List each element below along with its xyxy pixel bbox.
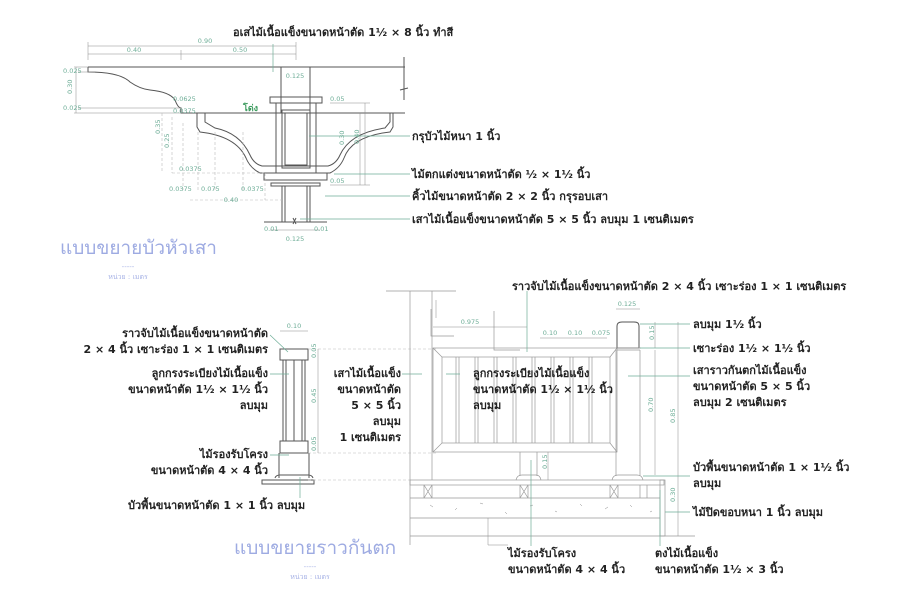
section-linework (261, 348, 437, 485)
callout-tag: โด่ง (242, 102, 258, 114)
dim-label: 0.10 (568, 329, 582, 337)
callout-chamfer: ลบมุม 1½ นิ้ว (693, 316, 762, 332)
dim-label: 0.40 (127, 46, 141, 54)
dim-label: 0.05 (310, 344, 318, 358)
elevation-dimensions: 0.975 0.10 0.10 0.075 0.125 0.15 0.70 0.… (433, 300, 679, 536)
section-dimensions: 0.10 0.05 0.45 0.05 (280, 322, 319, 453)
dim-label: 0.15 (648, 326, 656, 340)
dim-label: 0.35 (154, 120, 162, 134)
dim-label: 0.0375 (179, 165, 202, 173)
dim-label: 0.125 (286, 235, 305, 243)
callout-base: บัวพื้นขนาดหน้าตัด 1 × 1½ นิ้ว (693, 459, 849, 474)
callout-post: ลบมุม 2 เซนติเมตร (693, 396, 787, 410)
callout-baluster: ลบมุม (240, 399, 268, 413)
title-dashes: ----- (122, 263, 135, 271)
elevation-callouts: ราวจับไม้เนื้อแข็งขนาดหน้าตัด 2 × 4 นิ้ว… (446, 278, 849, 576)
railing-title: แบบขยายราวกันตก (234, 537, 396, 559)
dim-label: 0.30 (66, 80, 74, 94)
callout-support: ไม้รองรับโครง (506, 546, 576, 560)
callout-joist: ขนาดหน้าตัด 1½ × 3 นิ้ว (655, 561, 784, 576)
dim-label: 0.0375 (173, 107, 196, 115)
unit-label: หน่วย : เมตร (108, 273, 148, 281)
callout-post: ขนาดหน้าตัด (337, 383, 401, 396)
capital-dimensions: 0.90 0.40 0.50 0.125 0.025 0.30 0.025 0.… (63, 37, 370, 243)
callout-rail: 2 × 4 นิ้ว เซาะร่อง 1 × 1 เซนติเมตร (83, 341, 268, 356)
dim-label: 0.125 (286, 72, 305, 80)
callout-support: ขนาดหน้าตัด 4 × 4 นิ้ว (508, 561, 625, 576)
dim-label: 0.40 (353, 130, 361, 144)
callout-joist: ตงไม้เนื้อแข็ง (655, 545, 718, 560)
dim-label: 0.15 (541, 455, 549, 469)
callout-panel: กรุบัวไม้หนา 1 นิ้ว (412, 128, 500, 144)
title-dashes: ----- (304, 563, 317, 571)
dim-label: 0.90 (198, 37, 212, 45)
dim-label: 0.01 (314, 225, 328, 233)
dim-label: 0.0375 (169, 185, 192, 193)
callout-base: บัวพื้นขนาดหน้าตัด 1 × 1 นิ้ว ลบมุม (128, 497, 305, 513)
callout-post: 5 × 5 นิ้ว (351, 397, 401, 412)
callout-baluster: ขนาดหน้าตัด 1½ × 1½ นิ้ว (473, 381, 613, 396)
dim-label: 0.10 (543, 329, 557, 337)
railing-elevation: 0.975 0.10 0.10 0.075 0.125 0.15 0.70 0.… (386, 278, 849, 576)
callout-rail: ราวจับไม้เนื้อแข็งขนาดหน้าตัด (122, 325, 268, 340)
callout-edge-board: ไม้ปิดขอบหนา 1 นิ้ว ลบมุม (691, 504, 823, 520)
dim-label: 0.025 (63, 104, 82, 112)
capital-detail: 0.90 0.40 0.50 0.125 0.025 0.30 0.025 0.… (60, 24, 694, 281)
dim-label: 0.30 (669, 488, 677, 502)
section-callouts: ราวจับไม้เนื้อแข็งขนาดหน้าตัด 2 × 4 นิ้ว… (83, 325, 305, 513)
post-callouts: เสาไม้เนื้อแข็ง ขนาดหน้าตัด 5 × 5 นิ้ว ล… (334, 365, 422, 444)
callout-trim: ไม้ตกแต่งขนาดหน้าตัด ½ × 1½ นิ้ว (410, 166, 590, 181)
dim-label: 0.05 (330, 177, 344, 185)
dim-label: 0.125 (618, 300, 637, 308)
dim-label: 0.25 (163, 134, 171, 148)
dim-label: 0.975 (461, 318, 480, 326)
capital-callouts: อเสไม้เนื้อแข็งขนาดหน้าตัด 1½ × 8 นิ้ว ท… (233, 24, 694, 227)
callout-post: เสาไม้เนื้อแข็งขนาดหน้าตัด 5 × 5 นิ้ว ลบ… (412, 211, 694, 227)
capital-linework (87, 57, 409, 225)
dim-label: 0.0375 (241, 185, 264, 193)
dim-label: 0.0625 (173, 95, 196, 103)
dim-label: 0.30 (338, 131, 346, 145)
callout-support: ขนาดหน้าตัด 4 × 4 นิ้ว (151, 462, 268, 477)
unit-label: หน่วย : เมตร (290, 573, 330, 581)
dim-label: 0.01 (264, 225, 278, 233)
callout-groove: เซาะร่อง 1½ × 1½ นิ้ว (693, 340, 811, 355)
callout-beam: อเสไม้เนื้อแข็งขนาดหน้าตัด 1½ × 8 นิ้ว ท… (233, 24, 454, 39)
callout-baluster: ขนาดหน้าตัด 1½ × 1½ นิ้ว (128, 381, 268, 396)
callout-support: ไม้รองรับโครง (198, 447, 268, 461)
callout-post: 1 เซนติเมตร (340, 431, 402, 444)
dim-label: 0.075 (201, 185, 220, 193)
callout-handrail: ราวจับไม้เนื้อแข็งขนาดหน้าตัด 2 × 4 นิ้ว… (512, 278, 846, 293)
callout-post: ลบมุม (373, 415, 401, 429)
callout-post: เสาไม้เนื้อแข็ง (334, 365, 401, 380)
dim-label: 0.05 (330, 95, 344, 103)
dim-label: 0.40 (224, 196, 238, 204)
dim-label: 0.70 (647, 398, 655, 412)
callout-base: ลบมุม (693, 477, 721, 491)
dim-label: 0.50 (233, 46, 247, 54)
dim-label: 0.025 (63, 67, 82, 75)
elevation-linework (386, 290, 695, 546)
concrete-hatch (429, 502, 653, 515)
dim-label: 0.85 (669, 409, 677, 423)
dim-label: 0.05 (310, 437, 318, 451)
railing-section: 0.10 0.05 0.45 0.05 ราวจับไม้เนื้อแข็งขน… (83, 322, 437, 581)
callout-baluster: ลูกกรงระเบียงไม้เนื้อแข็ง (473, 365, 589, 381)
balusters (455, 357, 593, 443)
callout-baluster: ลูกกรงระเบียงไม้เนื้อแข็ง (152, 365, 268, 381)
capital-title: แบบขยายบัวหัวเสา (60, 237, 217, 259)
dim-label: 0.10 (287, 322, 301, 330)
callout-post: ขนาดหน้าตัด 5 × 5 นิ้ว (693, 378, 810, 393)
callout-baluster: ลบมุม (473, 399, 501, 413)
callout-molding: คิ้วไม้ขนาดหน้าตัด 2 × 2 นิ้ว กรุรอบเสา (412, 188, 608, 204)
callout-post: เสาราวกันตกไม้เนื้อแข็ง (693, 362, 807, 377)
dim-label: 0.075 (592, 329, 611, 337)
dim-label: 0.45 (310, 389, 318, 403)
